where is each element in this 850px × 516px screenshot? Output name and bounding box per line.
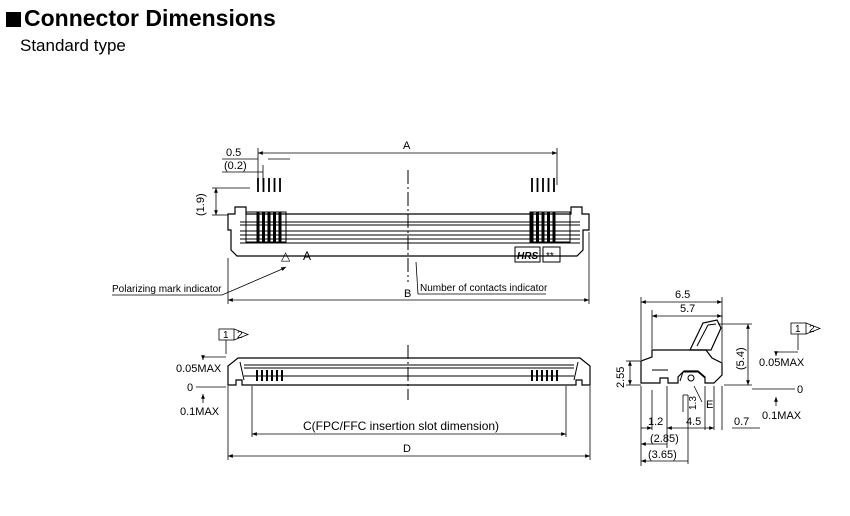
dim-height-ref: (1.9): [195, 193, 207, 216]
front-warp-max: 0.1MAX: [180, 406, 220, 418]
dim-5-4: (5.4): [735, 347, 747, 370]
contact-pin: [256, 212, 260, 242]
top-contacts-right: [530, 178, 556, 242]
contact-pin: [541, 212, 545, 242]
side-flatness-max: 0.05MAX: [759, 357, 805, 369]
polarizing-label: Polarizing mark indicator: [112, 284, 222, 295]
hrs-logo: HRS: [517, 251, 538, 262]
polarizing-mark-icon: △: [281, 249, 291, 263]
side-view: [640, 319, 723, 384]
front-contacts: [256, 370, 558, 381]
side-warp-max: 0.1MAX: [762, 410, 802, 422]
contacts-label: Number of contacts indicator: [420, 283, 548, 294]
contact-pin: [278, 212, 282, 242]
dim-5-7: 5.7: [680, 303, 695, 315]
contact-pin: [530, 212, 534, 242]
dim-pitch: 0.5: [226, 147, 241, 159]
front-datum-1: 1: [223, 330, 229, 341]
contact-pin: [262, 212, 265, 242]
dim-b: B: [404, 288, 411, 300]
title-bullet-icon: [6, 11, 21, 27]
page-title: Connector Dimensions: [6, 4, 276, 32]
dim-4-5: 4.5: [686, 416, 701, 428]
front-view: [227, 345, 591, 400]
front-labels: 1 2 0.05MAX 0 0.1MAX C(FPC/FFC insertion…: [176, 330, 499, 455]
label-e: E: [706, 399, 713, 411]
dim-1-2: 1.2: [648, 416, 663, 428]
dim-1-3: 1.3: [688, 396, 699, 410]
dim-d: D: [403, 443, 411, 455]
dim-0-7: 0.7: [734, 416, 749, 428]
page-title-text: Connector Dimensions: [24, 5, 276, 31]
top-contacts-left: [256, 178, 282, 242]
header: Connector Dimensions Standard type: [6, 4, 276, 56]
dim-2-85: (2.85): [650, 433, 679, 445]
dim-6-5: 6.5: [675, 289, 690, 301]
front-zero: 0: [187, 382, 193, 394]
dim-c: C(FPC/FFC insertion slot dimension): [303, 419, 499, 433]
contact-pin: [552, 212, 556, 242]
page-subtitle: Standard type: [20, 36, 126, 55]
front-datum-2: 2: [237, 330, 243, 341]
side-labels: 6.5 5.7 (5.4) 2.55 1 2 0.05MAX 0 0.1MAX …: [615, 289, 815, 461]
front-dimensions: [196, 328, 591, 460]
contact-pin: [547, 212, 550, 242]
mark-letter: A: [303, 249, 311, 263]
side-datum-1: 1: [795, 324, 801, 335]
front-flatness-max: 0.05MAX: [176, 363, 222, 375]
contacts-code: **: [546, 251, 554, 262]
contact-pin: [273, 212, 276, 242]
side-zero: 0: [797, 384, 803, 396]
dim-pitch-ref: (0.2): [224, 160, 247, 172]
contact-pin: [267, 212, 271, 242]
contact-pin: [536, 212, 539, 242]
top-view: [227, 170, 590, 282]
dim-2-55: 2.55: [615, 367, 627, 388]
side-dimensions: [626, 297, 822, 466]
top-labels: 0.5 (0.2) A (1.9) △ A HRS ** Polarizing …: [112, 140, 554, 300]
side-datum-2: 2: [809, 324, 815, 335]
dim-a: A: [403, 140, 411, 152]
dim-3-65: (3.65): [648, 449, 677, 461]
top-dimensions: [112, 148, 590, 304]
